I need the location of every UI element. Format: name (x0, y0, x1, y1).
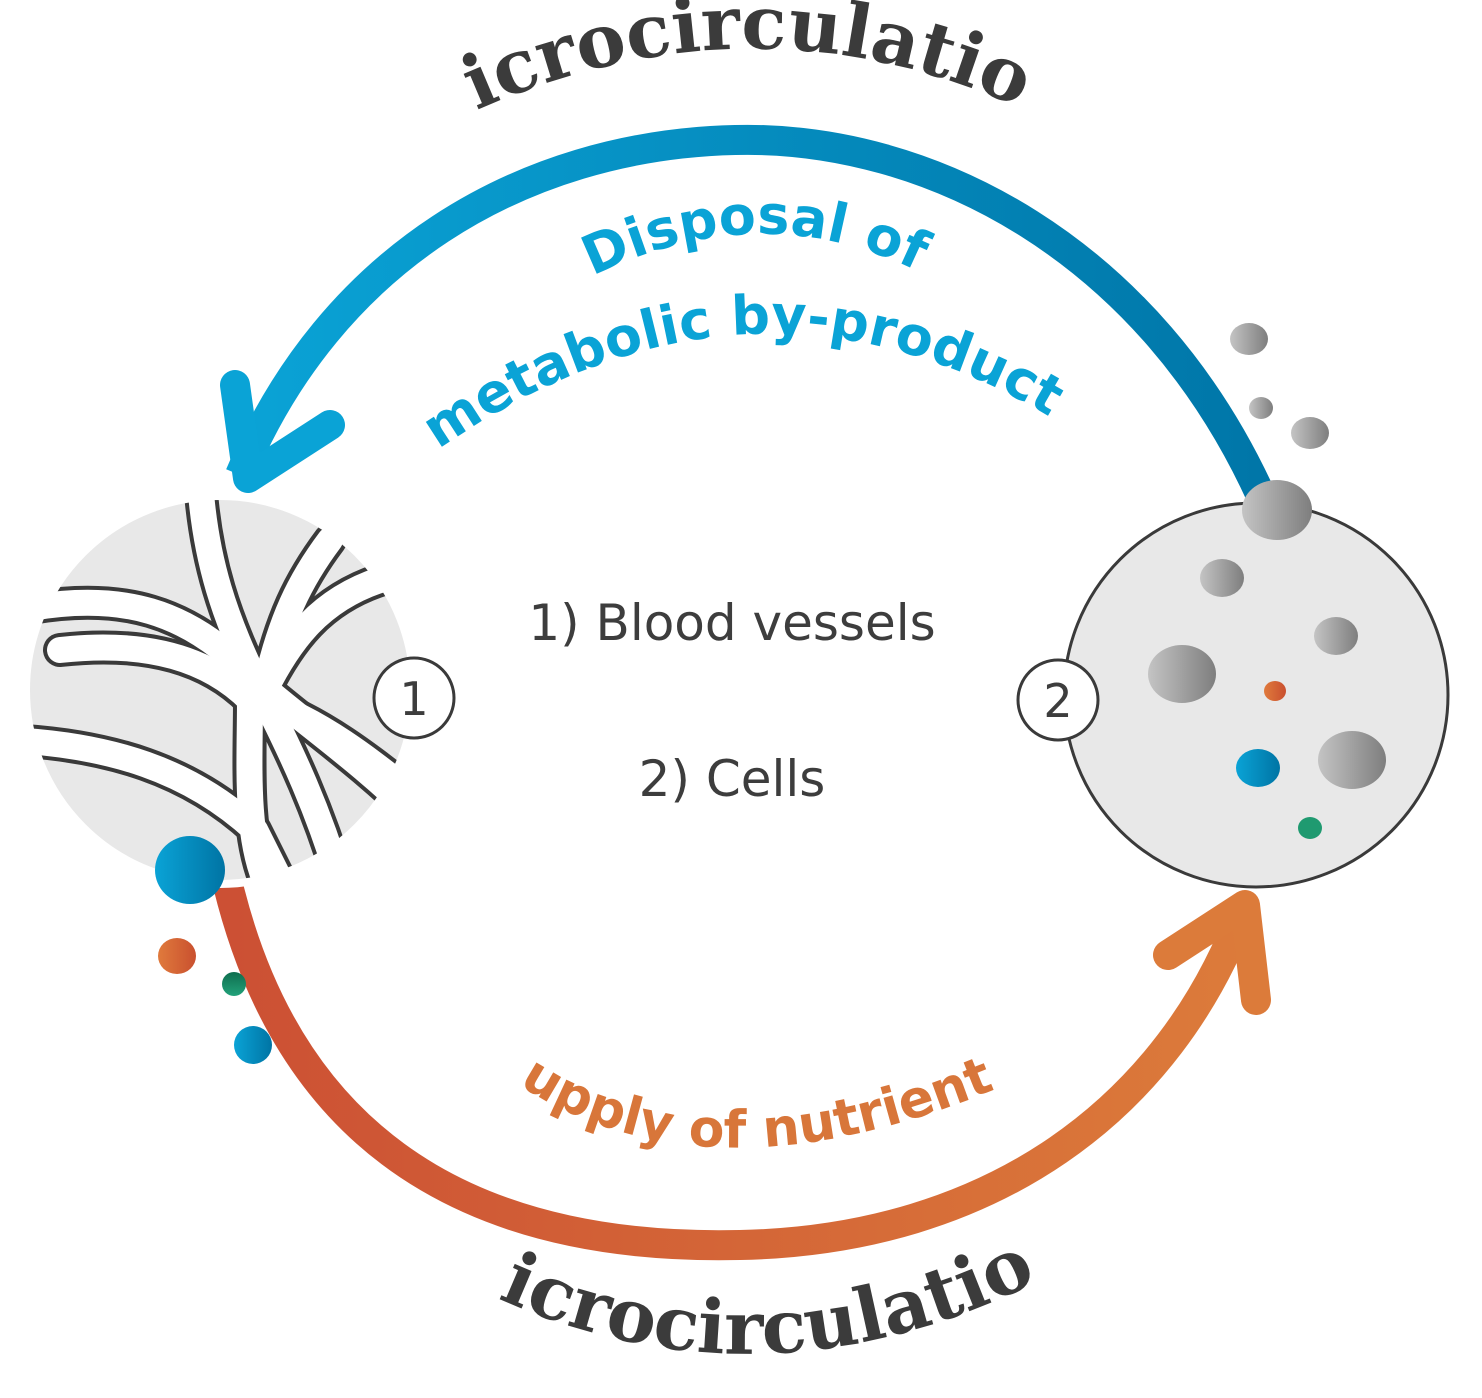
byproduct-particle (1291, 417, 1329, 449)
byproduct-particles (1230, 323, 1329, 540)
nutrient-particle-orange (158, 938, 196, 974)
legend-cells: 2) Cells (639, 750, 826, 808)
cell-particle-orange (1264, 681, 1286, 701)
cell-particle-gray (1314, 617, 1358, 655)
byproduct-particle (1230, 323, 1268, 355)
vessels-number: 1 (399, 672, 428, 726)
top-title: Microcirculation (0, 0, 1045, 127)
nutrient-particle-green (222, 972, 246, 996)
cells-node: 2 (1016, 501, 1450, 889)
cells-disc (1062, 501, 1450, 889)
supply-arrowhead-icon (1153, 890, 1271, 1015)
cell-particle-blue (1236, 749, 1280, 787)
disposal-label-line1: Disposal of (572, 183, 939, 287)
legend-blood-vessels: 1) Blood vessels (528, 594, 935, 652)
cell-particle-gray (1148, 645, 1216, 703)
supply-arc (213, 881, 1260, 1261)
byproduct-particle (1249, 397, 1273, 419)
disposal-arrowhead-icon (220, 370, 345, 493)
nutrient-particle-blue (155, 836, 225, 904)
nutrient-particles (155, 836, 272, 1064)
nutrient-particle-blue (234, 1026, 272, 1064)
supply-arrow (213, 881, 1271, 1261)
byproduct-particle (1242, 480, 1312, 540)
cell-particle-gray (1318, 731, 1386, 789)
blood-vessels-node: 1 (22, 492, 456, 888)
vessels-number-badge (372, 656, 456, 740)
cell-particle-green (1298, 817, 1322, 839)
cell-particle-gray (1200, 559, 1244, 597)
cells-number-badge (1016, 658, 1100, 742)
disposal-arc (226, 124, 1276, 505)
cells-number: 2 (1043, 674, 1072, 728)
disposal-arrow (220, 124, 1276, 505)
